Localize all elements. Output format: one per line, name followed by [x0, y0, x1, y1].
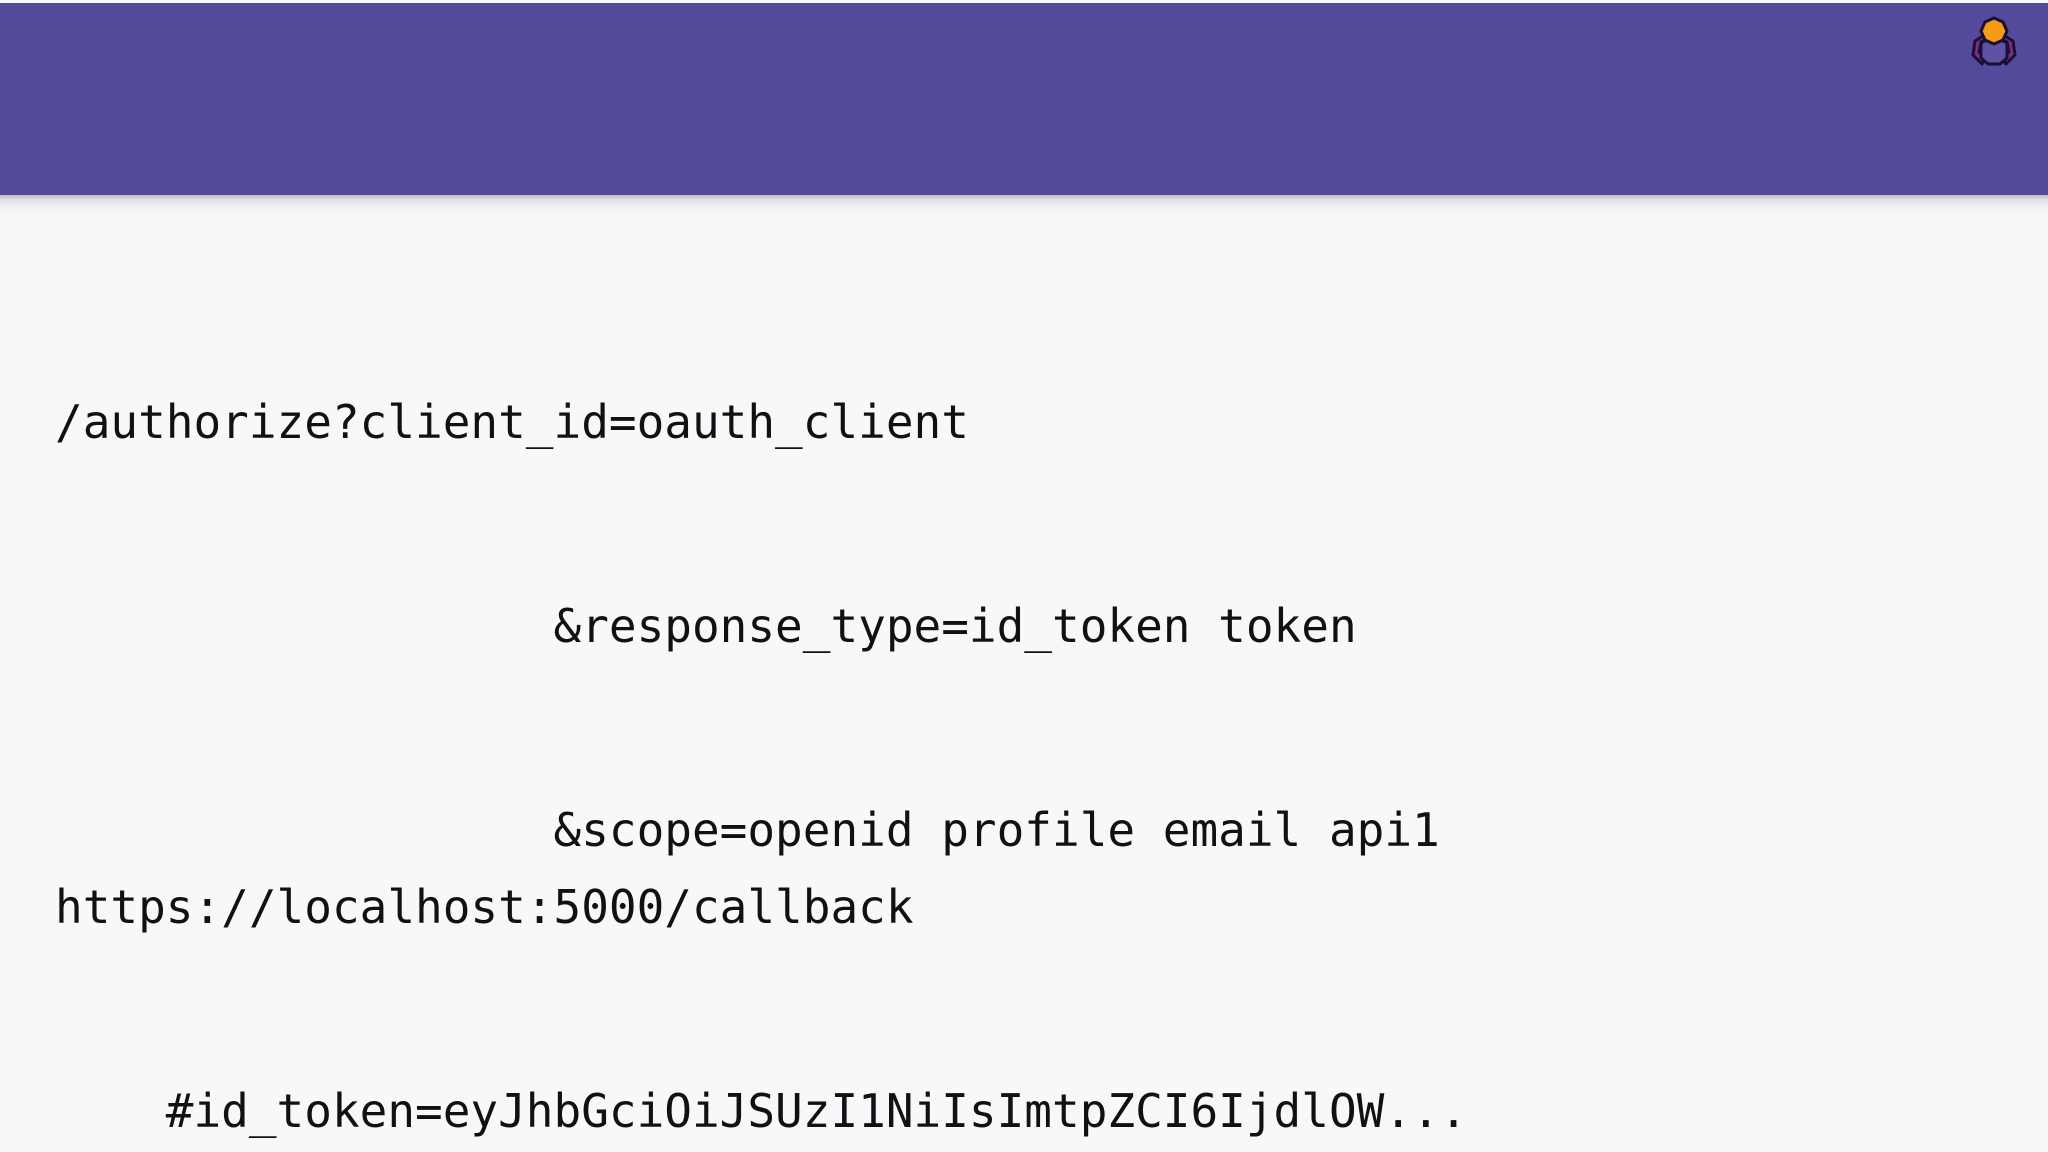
code-line: &scope=openid profile email api1: [55, 803, 1440, 857]
code-line: /authorize?client_id=oauth_client: [55, 395, 969, 449]
code-line: &response_type=id_token token: [55, 599, 1357, 653]
authorization-response-code: https://localhost:5000/callback #id_toke…: [55, 737, 1467, 1152]
code-line: https://localhost:5000/callback: [55, 880, 914, 934]
code-line: #id_token=eyJhbGciOiJSUzI1NiIsImtpZCI6Ij…: [55, 1084, 1468, 1138]
identity-person-logo-icon: [1962, 14, 2026, 76]
header-drop-shadow: [0, 195, 2048, 221]
slide-header-bar: [0, 3, 2048, 195]
authorization-request-code: /authorize?client_id=oauth_client &respo…: [55, 252, 1440, 1152]
